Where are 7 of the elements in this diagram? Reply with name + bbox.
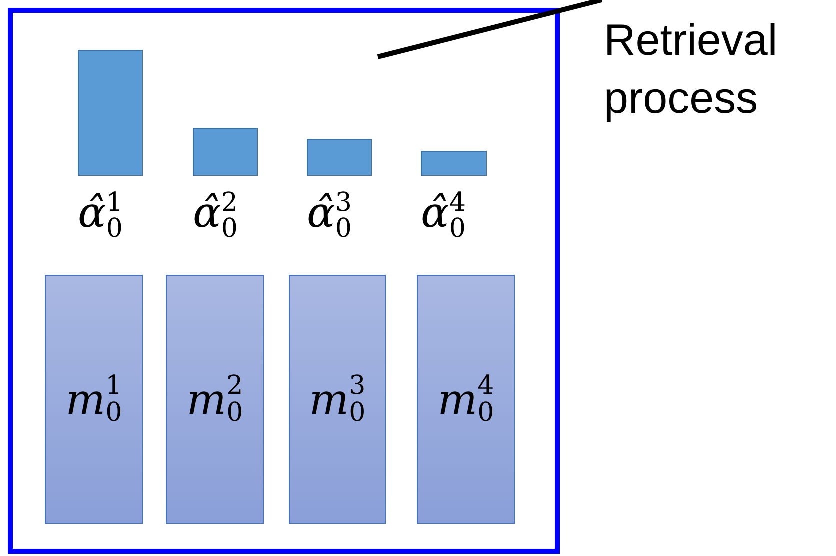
weight-bar [307,139,372,176]
leader-line [377,0,603,60]
callout-text: Retrieval process [604,12,836,142]
weight-bar [78,50,143,176]
weight-bar [193,128,258,176]
outer-frame [8,8,560,554]
weight-bar [421,151,487,176]
